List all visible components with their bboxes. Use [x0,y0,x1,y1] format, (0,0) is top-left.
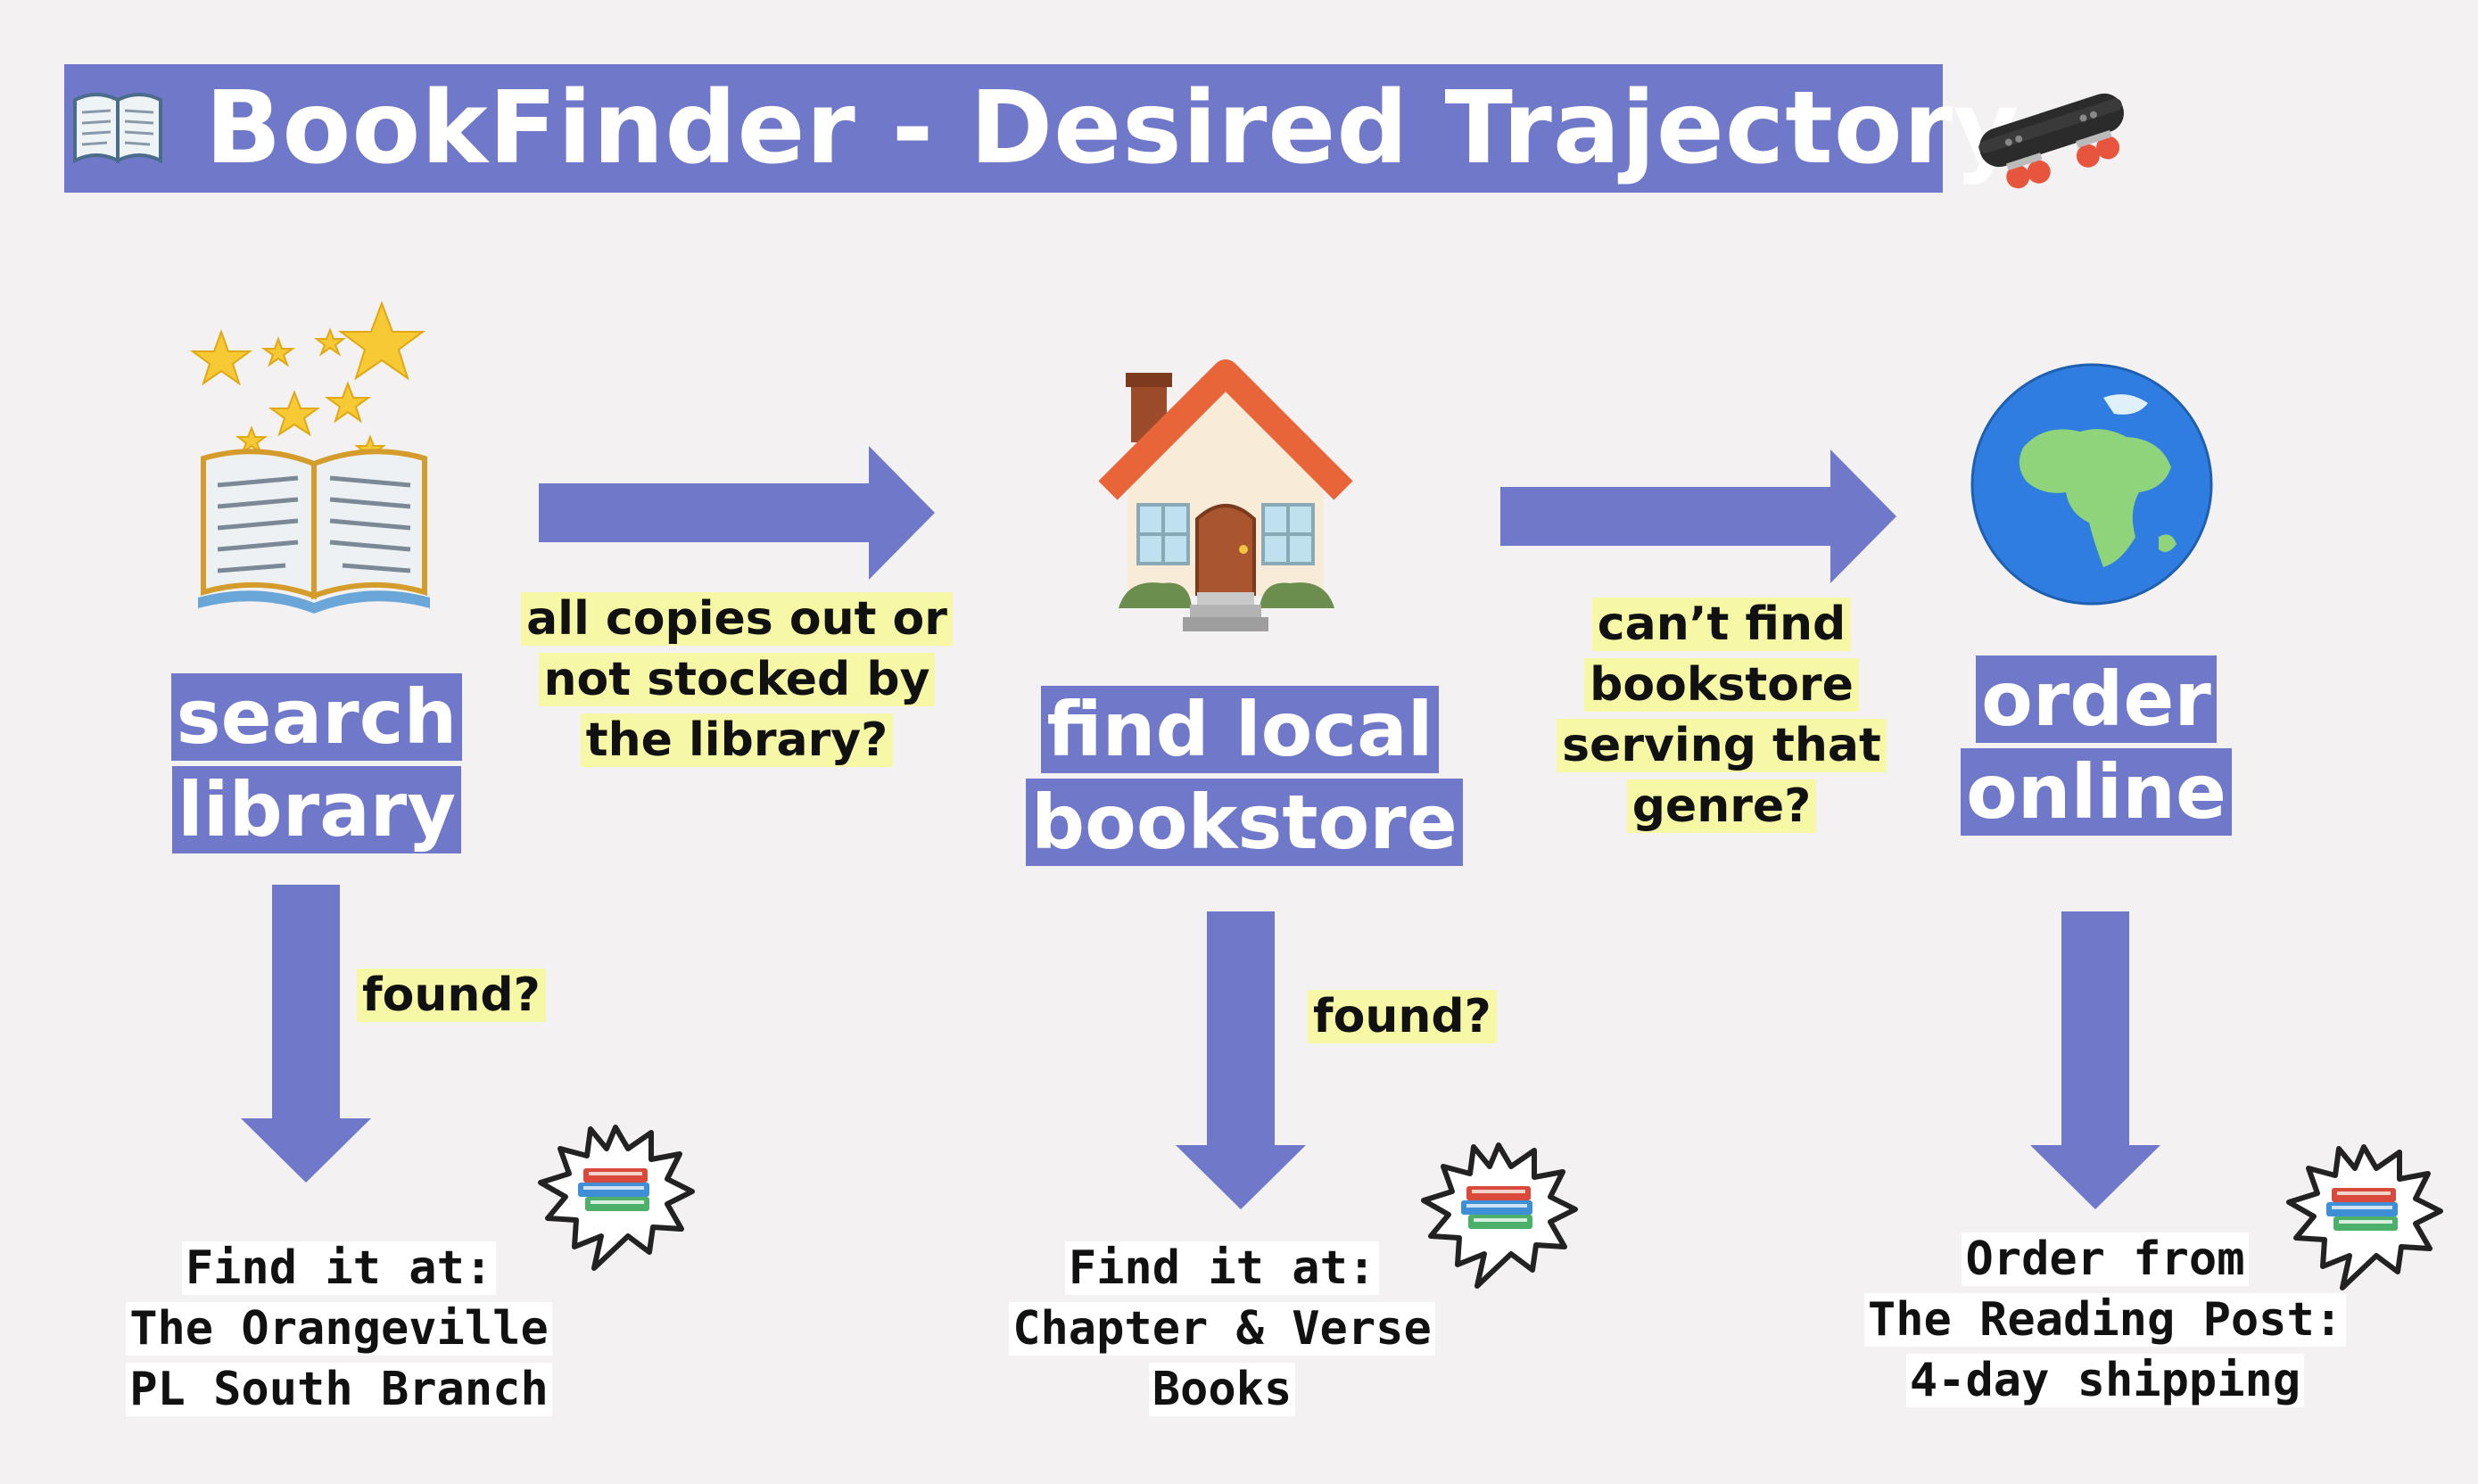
arrow-right-2 [1500,449,1896,583]
result-library: Find it at: The Orangeville PL South Bra… [89,1238,589,1420]
stage-label-order-online: order online [1945,653,2248,838]
found-question-2: found? [1308,986,1497,1047]
result-online: Order from The Reading Post: 4-day shipp… [1820,1229,2391,1411]
stage-label-search-library: search library [169,671,464,856]
arrow-down-3 [2030,911,2160,1209]
page-title: BookFinder - Desired Trajectory [205,70,2020,186]
books-burst-icon [538,1125,695,1271]
library-book-stars-icon [189,301,430,614]
transition-question-1: all copies out or not stocked by the lib… [514,589,960,771]
globe-icon [1970,363,2213,606]
books-burst-icon [1421,1142,1578,1289]
house-icon [1098,359,1353,631]
title-bar [64,64,1943,193]
arrow-right-1 [539,446,935,580]
books-burst-icon [2286,1144,2443,1290]
transition-question-2: can’t find bookstore serving that genre? [1543,594,1900,837]
result-bookstore: Find it at: Chapter & Verse Books [963,1238,1481,1420]
arrow-down-2 [1176,911,1306,1209]
open-book-icon [73,93,162,164]
skateboard-icon [1978,93,2124,189]
arrow-down-1 [241,885,371,1183]
found-question-1: found? [357,965,546,1026]
stage-label-find-local-bookstore: find local bookstore [1026,683,1463,869]
